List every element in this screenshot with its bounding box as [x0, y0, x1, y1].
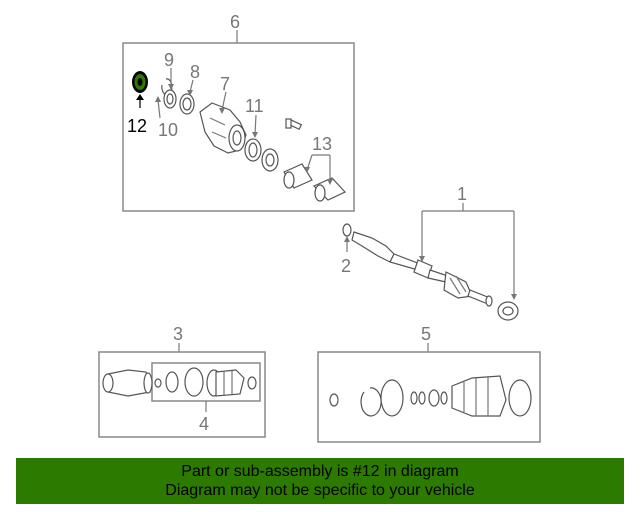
part-11-ring[interactable]	[244, 138, 262, 162]
info-banner: Part or sub-assembly is #12 in diagram D…	[16, 458, 624, 504]
banner-line-2: Diagram may not be specific to your vehi…	[165, 482, 475, 499]
outer-seal[interactable]	[497, 301, 519, 321]
part-2-washer[interactable]	[342, 223, 352, 237]
callout-10[interactable]: 10	[158, 120, 178, 140]
assembly-6: 6 12 10 9 8	[122, 12, 355, 212]
callout-9[interactable]: 9	[164, 50, 174, 70]
callout-5[interactable]: 5	[421, 324, 431, 344]
part-8-ring[interactable]	[179, 93, 195, 115]
assembly-1-drive-shaft: 1 2	[341, 184, 519, 321]
bolt[interactable]	[285, 118, 303, 131]
callout-4[interactable]: 4	[199, 414, 209, 434]
banner-line-1: Part or sub-assembly is #12 in diagram	[181, 463, 459, 480]
callout-13[interactable]: 13	[312, 134, 332, 154]
callout-12[interactable]: 12	[127, 116, 147, 136]
bearing-cage[interactable]	[261, 148, 279, 172]
boot-kit-parts[interactable]	[102, 367, 257, 397]
callout-1[interactable]: 1	[457, 184, 467, 204]
part-13-shafts[interactable]	[283, 163, 346, 202]
drive-shaft[interactable]	[351, 231, 493, 307]
assembly-5-frame	[317, 351, 541, 443]
callout-2[interactable]: 2	[341, 256, 351, 276]
parts-diagram: 6 12 10 9 8	[98, 12, 541, 443]
part-7-housing[interactable]	[199, 102, 247, 154]
callout-8[interactable]: 8	[190, 62, 200, 82]
callout-6[interactable]: 6	[230, 12, 240, 32]
outer-boot-parts[interactable]	[329, 375, 532, 417]
assembly-3: 3 4	[98, 324, 266, 438]
part-9-clip[interactable]	[163, 89, 177, 109]
assembly-6-frame	[122, 42, 355, 212]
part-12-seal[interactable]	[132, 71, 148, 93]
callout-11[interactable]: 11	[245, 96, 264, 116]
callout-7[interactable]: 7	[220, 74, 230, 94]
callout-3[interactable]: 3	[173, 324, 183, 344]
assembly-3-frame	[98, 351, 266, 438]
assembly-5: 5	[317, 324, 541, 443]
